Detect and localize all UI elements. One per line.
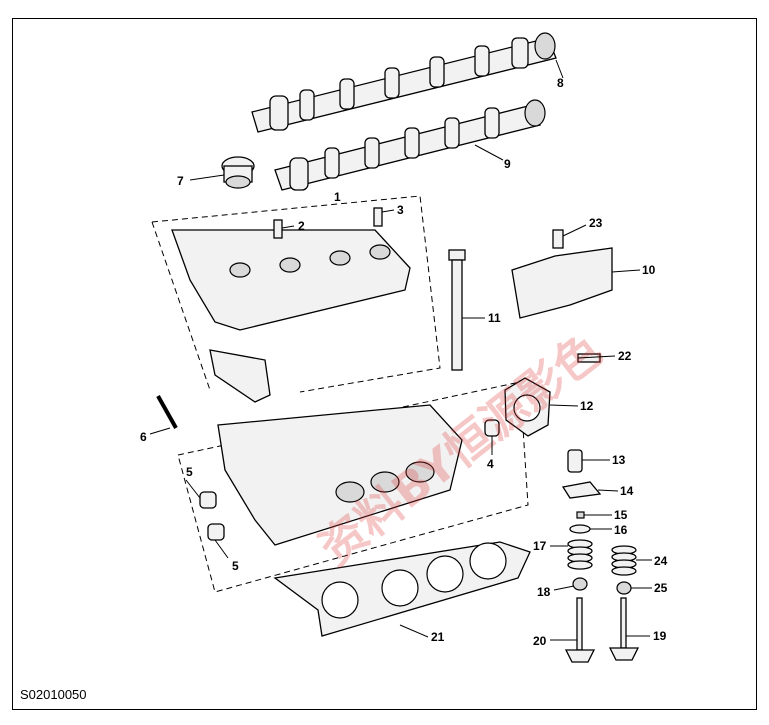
callout-4: 4: [487, 457, 494, 471]
callout-3: 3: [397, 203, 404, 217]
callout-13: 13: [612, 453, 626, 467]
exhaust-flange-gasket: [504, 377, 551, 437]
callout-9: 9: [504, 157, 511, 171]
reference-code: S02010050: [20, 687, 87, 702]
valve-spring-17: [567, 539, 593, 570]
valve-stem-seal-25: [616, 581, 632, 595]
camshaft-carrier: [171, 229, 411, 331]
callout-22: 22: [618, 349, 632, 363]
group-outline-upper: [151, 195, 441, 393]
callout-20: 20: [533, 634, 547, 648]
valve-spring-24: [611, 545, 637, 576]
callout-21: 21: [431, 630, 445, 644]
hydraulic-tappet: [567, 449, 583, 473]
head-gasket: [273, 541, 531, 637]
callout-18: 18: [537, 585, 551, 599]
callout-23: 23: [589, 216, 603, 230]
group-outline-lower: [177, 381, 529, 593]
callout-17: 17: [533, 539, 547, 553]
cylinder-head-bolt: [448, 249, 466, 371]
dowel-sleeve-upper: [199, 491, 217, 509]
diagram-frame: [12, 18, 757, 710]
callout-25: 25: [654, 581, 668, 595]
bolt-2: [273, 219, 283, 239]
valve-stem-seal-18: [572, 577, 588, 591]
camshaft-exhaust: [251, 32, 557, 133]
heat-shield: [511, 247, 613, 319]
callout-15: 15: [614, 508, 628, 522]
callout-7: 7: [177, 174, 184, 188]
callout-5-upper: 5: [186, 465, 193, 479]
exhaust-valve: [564, 597, 596, 663]
rocker-arm: [561, 481, 602, 499]
callout-24: 24: [654, 554, 668, 568]
camshaft-intake: [274, 99, 546, 191]
locating-pin: [156, 395, 178, 429]
bearing-bridge: [209, 349, 271, 403]
bolt-23: [552, 229, 564, 249]
oil-filler-cap: [221, 156, 255, 189]
leader-lines: [149, 59, 652, 641]
callout-16: 16: [614, 523, 628, 537]
intake-valve: [608, 597, 640, 661]
cylinder-head: [217, 404, 463, 546]
callout-1: 1: [334, 190, 341, 204]
bolt-3: [373, 207, 383, 227]
callout-14: 14: [620, 484, 634, 498]
callout-12: 12: [580, 399, 594, 413]
valve-collet: [576, 511, 585, 519]
spring-retainer: [569, 524, 591, 534]
callout-labels: 1 2 3 4 5 5 6 7 8 9 10 11 12 13 14 15 16…: [140, 76, 668, 648]
callout-5-lower: 5: [232, 559, 239, 573]
callout-11: 11: [488, 311, 501, 325]
callout-2: 2: [298, 219, 305, 233]
dowel-sleeve-lower: [207, 523, 225, 541]
callout-8: 8: [557, 76, 564, 90]
callout-19: 19: [653, 629, 667, 643]
callout-6: 6: [140, 430, 147, 444]
callout-10: 10: [642, 263, 656, 277]
